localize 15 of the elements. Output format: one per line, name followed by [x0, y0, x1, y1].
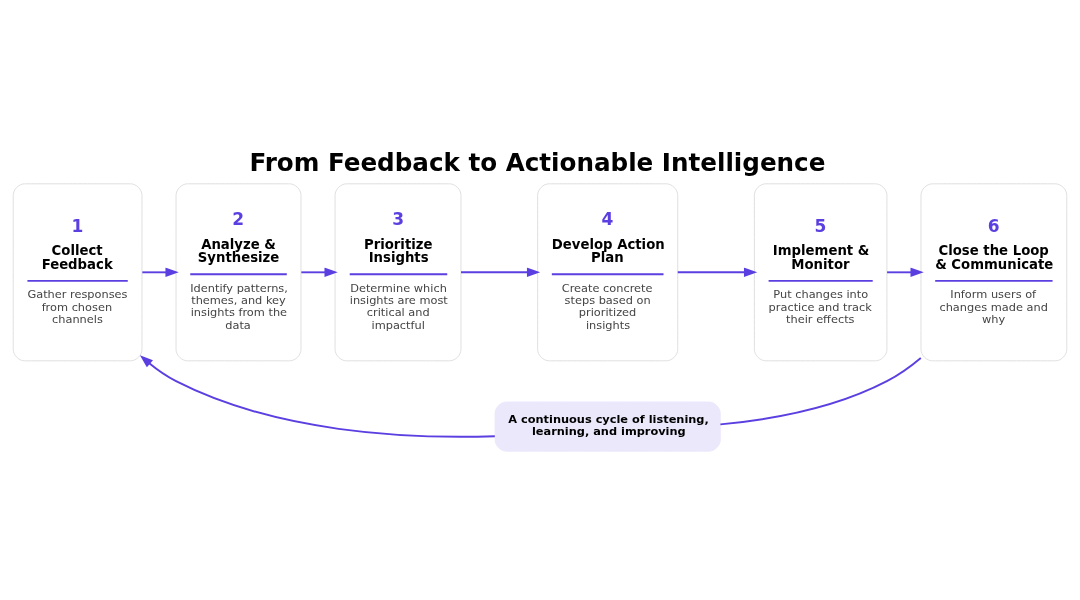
arrow — [460, 267, 541, 277]
node-box: 5 Implement & Monitor Put changes into practice and track their effects — [753, 183, 888, 362]
node-box: A continuous cycle of listening, learning, and improving — [494, 401, 721, 452]
arrow — [300, 267, 338, 277]
node-box: 3 Prioritize Insights Determine which insights are most critical and impactful — [334, 183, 462, 362]
arrow — [139, 355, 496, 438]
connector — [719, 357, 922, 426]
diagram-title: From Feedback to Actionable Intelligence — [249, 148, 826, 178]
arrow — [141, 267, 179, 277]
node-box: 4 Develop Action Plan Create concrete steps based on prioritized insights — [537, 183, 679, 362]
node-box: 2 Analyze & Synthesize Identify patterns, themes, and key insights from the data — [175, 183, 302, 362]
node-box: 6 Close the Loop & Communicate Inform users of changes made and why — [920, 183, 1068, 362]
node-box: 1 Collect Feedback Gather responses from chosen channels — [12, 183, 143, 362]
arrow — [676, 267, 758, 277]
arrow — [886, 267, 924, 277]
